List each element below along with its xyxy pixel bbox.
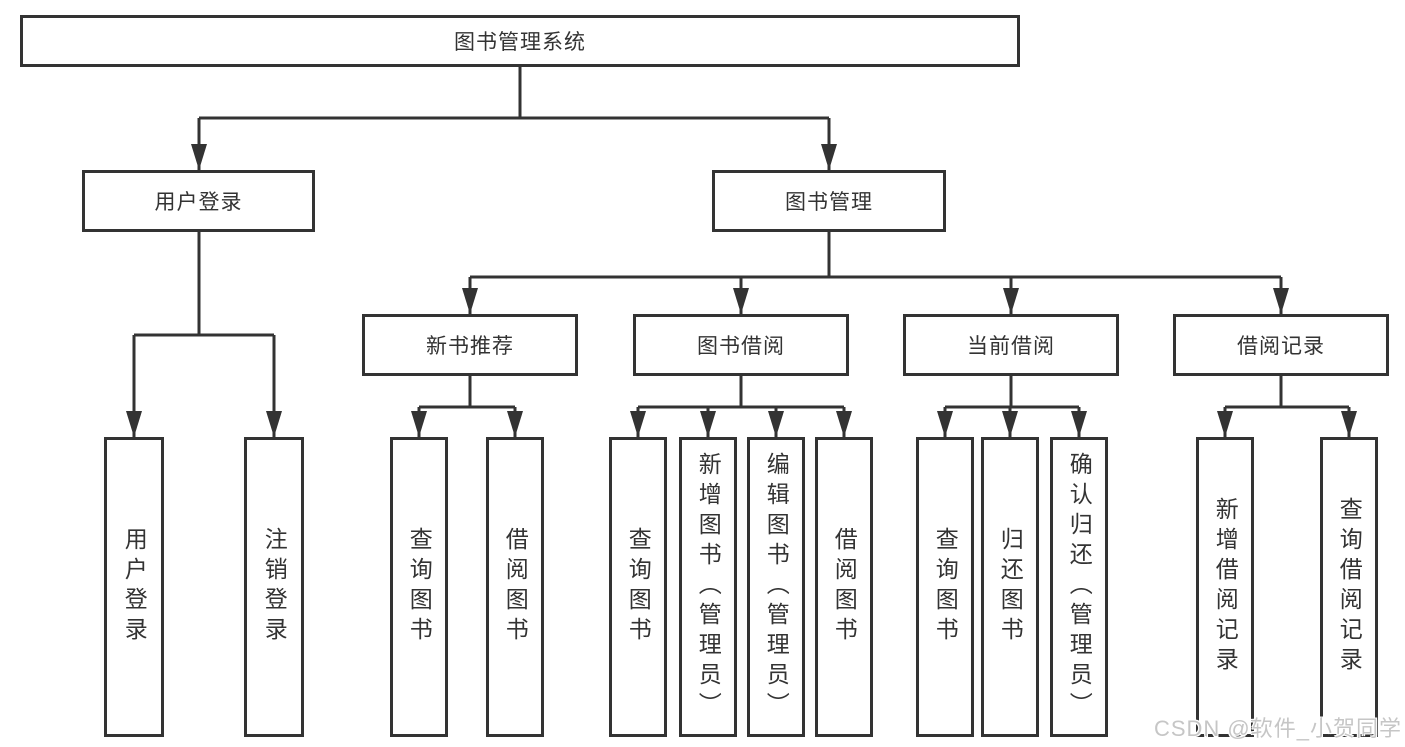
leaf-confirm-return-admin: 确认归还（管理员） xyxy=(1050,437,1108,737)
leaf-label: 注销登录 xyxy=(261,527,288,647)
leaf-label: 查询借阅记录 xyxy=(1336,497,1363,677)
leaf-label: 新增借阅记录 xyxy=(1212,497,1239,677)
node-label: 用户登录 xyxy=(154,191,243,214)
connector-paths xyxy=(132,67,1351,437)
leaf-return-books: 归还图书 xyxy=(981,437,1039,737)
node-label: 图书管理 xyxy=(785,191,873,214)
node-current-borrow: 当前借阅 xyxy=(903,314,1119,376)
node-label: 新书推荐 xyxy=(426,335,514,358)
leaf-user-login: 用户登录 xyxy=(104,437,164,737)
leaf-label: 确认归还（管理员） xyxy=(1066,452,1093,722)
leaf-label: 查询图书 xyxy=(932,527,959,647)
leaf-label: 查询图书 xyxy=(625,527,652,647)
leaf-label: 借阅图书 xyxy=(831,527,858,647)
leaf-borrow-books: 借阅图书 xyxy=(815,437,873,737)
leaf-label: 编辑图书（管理员） xyxy=(763,452,790,722)
node-new-book-recommend: 新书推荐 xyxy=(362,314,578,376)
leaf-edit-books-admin: 编辑图书（管理员） xyxy=(747,437,805,737)
leaf-label: 用户登录 xyxy=(121,527,148,647)
leaf-add-borrow-record: 新增借阅记录 xyxy=(1196,437,1254,737)
node-book-borrow: 图书借阅 xyxy=(633,314,849,376)
node-user-login: 用户登录 xyxy=(82,170,315,232)
leaf-query-borrow-record: 查询借阅记录 xyxy=(1320,437,1378,737)
node-label: 图书管理系统 xyxy=(454,31,586,54)
leaf-label: 查询图书 xyxy=(406,527,433,647)
leaf-label: 归还图书 xyxy=(997,527,1024,647)
leaf-label: 借阅图书 xyxy=(502,527,529,647)
leaf-borrow-books: 借阅图书 xyxy=(486,437,544,737)
csdn-watermark: CSDN @软件_小贺同学 xyxy=(1153,716,1402,741)
leaf-logout: 注销登录 xyxy=(244,437,304,737)
node-label: 借阅记录 xyxy=(1237,335,1325,358)
leaf-query-books: 查询图书 xyxy=(609,437,667,737)
node-book-management: 图书管理 xyxy=(712,170,946,232)
node-label: 图书借阅 xyxy=(697,335,785,358)
leaf-add-books-admin: 新增图书（管理员） xyxy=(679,437,737,737)
node-library-management-system: 图书管理系统 xyxy=(20,15,1020,67)
leaf-query-books: 查询图书 xyxy=(916,437,974,737)
leaf-query-books: 查询图书 xyxy=(390,437,448,737)
leaf-label: 新增图书（管理员） xyxy=(695,452,722,722)
node-label: 当前借阅 xyxy=(967,335,1055,358)
node-borrow-records: 借阅记录 xyxy=(1173,314,1389,376)
